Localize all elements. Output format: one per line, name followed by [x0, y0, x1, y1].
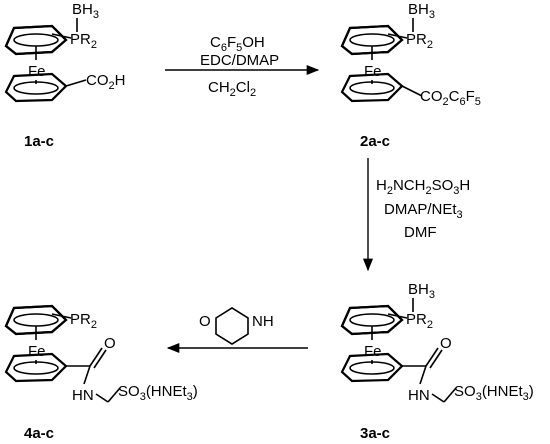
compound-3: PR2 BH3 Fe O HN SO3(HNEt3) 3a-c — [340, 281, 534, 442]
morpholine — [215, 307, 249, 345]
p-bond — [51, 33, 72, 39]
c1-co2h: CO2H — [86, 72, 125, 92]
carboxyl-bond — [65, 79, 87, 87]
c1-fe: Fe — [28, 63, 46, 80]
c4-carbonyl-o: O — [104, 335, 116, 352]
c3-pr2: PR2 — [406, 311, 433, 331]
arrow-2: H2NCH2SO3H DMAP/NEt3 DMF — [362, 158, 470, 272]
c1-pr2: PR2 — [70, 31, 97, 51]
morpholine-o: O — [199, 313, 211, 330]
arrow2-reagent2: DMAP/NEt3 — [384, 201, 463, 221]
c2-bh3: BH3 — [408, 1, 435, 21]
c4-pr2: PR2 — [70, 311, 97, 331]
c4-fe: Fe — [28, 343, 46, 360]
c1-bh3: BH3 — [72, 1, 99, 21]
morpholine-nh: NH — [252, 313, 274, 330]
compound-id-1: 1a-c — [24, 133, 54, 150]
c3-nh: HN — [408, 387, 430, 404]
arrow1-reagent1: C6F5OH — [210, 34, 265, 54]
c4-nh: HN — [72, 387, 94, 404]
c2-pr2: PR2 — [406, 31, 433, 51]
c3-bh3: BH3 — [408, 281, 435, 301]
c3-fe: Fe — [364, 343, 382, 360]
c2-ester: CO2C6F5 — [420, 88, 481, 108]
arrow1-reagent2: EDC/DMAP — [200, 52, 279, 69]
arrow1-solvent: CH2Cl2 — [208, 79, 256, 99]
arrow-1: C6F5OH EDC/DMAP CH2Cl2 — [165, 34, 320, 99]
c3-sulfonate: SO3(HNEt3) — [454, 383, 534, 403]
compound-id-2: 2a-c — [360, 133, 390, 150]
c3-carbonyl-o: O — [440, 335, 452, 352]
c4-sulfonate: SO3(HNEt3) — [118, 383, 198, 403]
c2-fe: Fe — [364, 63, 382, 80]
arrow2-reagent1: H2NCH2SO3H — [376, 177, 470, 197]
compound-2: PR2 BH3 Fe CO2C6F5 2a-c — [340, 1, 481, 150]
arrow-3: O NH — [166, 307, 308, 354]
compound-1: PR2 BH3 Fe CO2H 1a-c — [4, 1, 125, 150]
arrow2-solvent: DMF — [404, 224, 437, 241]
compound-4: PR2 Fe O HN SO3(HNEt3) 4a-c — [4, 304, 198, 442]
compound-id-4: 4a-c — [24, 425, 54, 442]
compound-id-3: 3a-c — [360, 425, 390, 442]
